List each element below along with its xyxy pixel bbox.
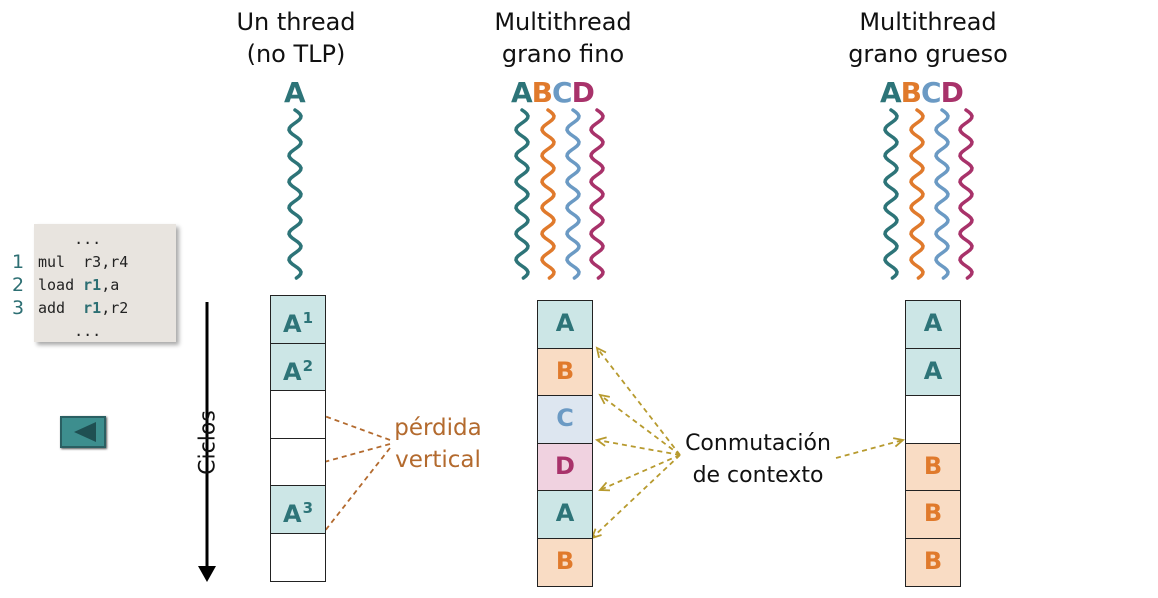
cycle-cell: A [537,300,593,349]
cycle-cell: A1 [270,295,326,344]
cell-thread-letter: B [923,546,943,575]
cycle-cell: A [905,347,961,397]
thread-letters-fine: ABCD [511,76,595,109]
thread-letter-c: C [552,76,573,109]
thread-wave [565,108,581,280]
cell-thread-letter: A [282,357,302,386]
cycle-cell: B [905,490,961,539]
thread-wave [287,108,303,280]
cell-cycle-number: 2 [302,356,313,375]
code-opcode: add [38,299,66,317]
cell-thread-letter: A [923,309,943,337]
cycle-cell [270,437,326,487]
cell-thread-letter: A [282,310,302,338]
title-coarse-grain: Multithread grano grueso [848,8,1008,68]
cycle-cell: B [537,347,593,397]
thread-letters-single: A [284,76,306,109]
code-line: ... [38,322,102,340]
cycle-cell: A [537,490,593,539]
cell-thread-letter: B [555,546,575,575]
cell-thread-letter: A [555,499,575,527]
cycle-cell [905,395,961,444]
cell-thread-letter: A [555,309,575,337]
thread-wave [958,108,974,280]
context-switch-arrows [590,346,905,540]
thread-letters-coarse: ABCD [880,76,964,109]
code-line: add r1,r2 [38,299,129,317]
cell-cycle-number: 1 [302,309,313,327]
arrowhead [893,437,905,448]
code-line: mul r3,r4 [38,253,129,271]
thread-letter-a: A [880,76,902,109]
cycle-cell [270,390,326,439]
cell-thread-letter: B [923,451,943,480]
dashed-arrow [599,454,681,491]
code-line-number: 1 [12,251,25,273]
code-line: ... [38,230,102,248]
cell-thread-letter: C [556,404,574,432]
thread-letter-c: C [921,76,942,109]
cell-thread-letter: A [282,500,302,528]
cycle-cell: B [905,537,961,587]
vertical-loss-label: pérdida vertical [394,415,482,473]
thread-letter-a: A [511,76,533,109]
cycle-cell: B [905,442,961,492]
code-line-number: 2 [12,274,25,296]
arrowhead [598,393,610,405]
cell-cycle-number: 3 [302,499,313,517]
cycle-cell: C [537,395,593,444]
dashed-arrow [835,439,904,459]
cell-thread-letter: A [923,356,943,385]
code-line: load r1,a [38,276,120,294]
thread-waves [287,108,974,280]
cycle-cell: A2 [270,342,326,392]
cycle-cell: A3 [270,485,326,534]
thread-letter-d: D [571,76,595,109]
thread-wave [514,108,530,280]
cycles-axis-arrowhead [198,566,216,582]
code-register: r1 [83,299,102,317]
cell-thread-letter: B [923,499,943,527]
cycle-cell: D [537,442,593,492]
title-single-thread: Un thread (no TLP) [236,8,356,68]
cycles-axis-label: Ciclos [195,410,221,475]
thread-wave [540,108,556,280]
dashed-arrow [591,454,681,539]
dashed-arrow [596,439,681,456]
cycle-cell [270,532,326,582]
cycle-cell: B [537,537,593,587]
code-opcode: load [38,276,75,294]
dashed-arrow [596,347,681,456]
context-switch-label: Conmutación de contexto [685,431,831,488]
thread-wave [883,108,899,280]
thread-wave [934,108,950,280]
triangle-left-icon [74,422,96,442]
thread-letter-b: B [900,76,922,109]
dashed-arrow [305,447,391,556]
thread-wave [909,108,925,280]
thread-letter-d: D [940,76,964,109]
arrowhead [594,436,607,447]
thread-letter-a: A [284,76,306,109]
thread-wave [589,108,605,280]
thread-letter-b: B [531,76,553,109]
arrowhead [598,481,611,492]
code-register: r1 [83,276,102,294]
dashed-arrow [599,394,681,456]
cell-thread-letter: D [555,451,575,480]
cycle-cell: A [905,300,961,349]
arrowhead [595,346,607,358]
title-fine-grain: Multithread grano fino [494,8,632,68]
code-snippet: ... mul r3,r4 load r1,a add r1,r2 ... [34,224,176,342]
code-opcode: mul [38,253,66,271]
cell-thread-letter: B [555,356,575,385]
code-line-number: 3 [12,297,25,319]
back-button[interactable] [60,416,106,448]
